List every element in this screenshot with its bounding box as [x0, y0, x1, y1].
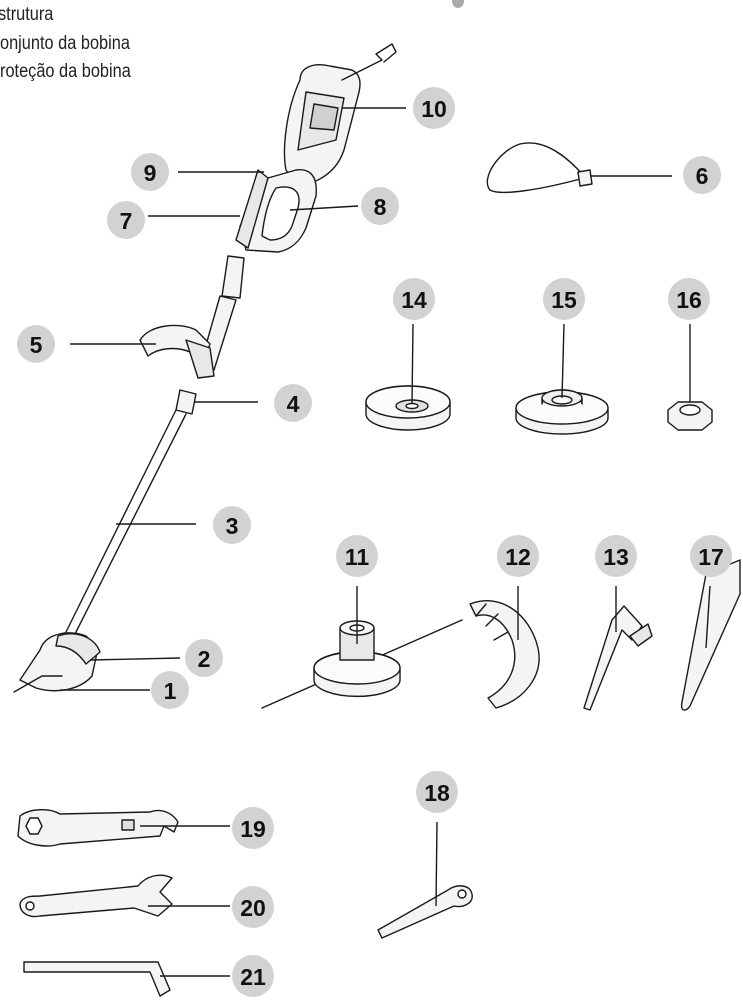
callout-14: 14	[393, 278, 435, 320]
svg-text:18: 18	[424, 780, 450, 806]
callout-13: 13	[595, 535, 637, 577]
nut-16	[667, 401, 713, 431]
svg-text:11: 11	[345, 544, 370, 570]
pin-18	[377, 885, 473, 939]
svg-text:21: 21	[240, 964, 266, 990]
wrench-19	[17, 809, 179, 847]
svg-text:8: 8	[374, 194, 387, 220]
flange-15	[515, 389, 609, 435]
key-13-fork	[629, 623, 653, 647]
handle-grip	[235, 169, 269, 249]
wrench-19-slot	[121, 819, 135, 831]
callout-16: 16	[668, 278, 710, 320]
svg-text:10: 10	[421, 96, 447, 122]
svg-text:19: 19	[240, 816, 266, 842]
svg-text:13: 13	[603, 544, 629, 570]
guard-12-inner	[475, 603, 509, 641]
leader-lines	[60, 107, 711, 977]
key-13	[583, 605, 643, 711]
svg-text:7: 7	[120, 208, 133, 234]
shaft-coupler	[175, 389, 197, 415]
callout-9: 9	[131, 153, 169, 191]
callout-6: 6	[683, 156, 721, 194]
wrench-19-hex	[25, 817, 43, 835]
callout-5: 5	[17, 325, 55, 363]
wrench-20	[19, 874, 173, 918]
svg-text:3: 3	[226, 513, 239, 539]
callout-8: 8	[361, 187, 399, 225]
strap-clip	[577, 169, 593, 187]
rod-17	[680, 559, 741, 711]
svg-text:1: 1	[164, 678, 177, 704]
trimmer-assembly	[13, 43, 397, 693]
svg-text:15: 15	[551, 287, 577, 313]
svg-text:4: 4	[287, 391, 300, 417]
power-cable	[341, 43, 397, 81]
callout-17: 17	[690, 535, 732, 577]
svg-text:20: 20	[240, 895, 266, 921]
callout-15: 15	[543, 278, 585, 320]
legend-top-right	[452, 0, 467, 12]
hex-key-21	[23, 961, 171, 997]
legend: strutura onjunto da bobina roteção da bo…	[0, 0, 400, 130]
svg-text:9: 9	[144, 160, 157, 186]
svg-text:12: 12	[505, 544, 531, 570]
upper-shaft-collar	[221, 255, 245, 299]
washer-14	[365, 385, 451, 431]
legend-line-1: strutura	[0, 4, 54, 25]
svg-text:5: 5	[30, 332, 43, 358]
legend-line-2: onjunto da bobina	[0, 33, 130, 54]
callout-marker-icon	[452, 0, 465, 8]
cutting-guard	[55, 633, 101, 665]
callout-10: 10	[413, 87, 455, 129]
callout-7: 7	[107, 201, 145, 239]
housing-display	[309, 103, 339, 131]
spool-11	[261, 619, 463, 709]
callout-11: 11	[336, 535, 378, 577]
head-blade	[13, 675, 63, 693]
svg-text:6: 6	[696, 163, 709, 189]
svg-text:14: 14	[401, 287, 427, 313]
lower-tube	[65, 409, 187, 637]
callout-18: 18	[416, 771, 458, 813]
callout-1: 1	[151, 671, 189, 709]
callout-20: 20	[232, 886, 274, 928]
svg-text:17: 17	[698, 544, 724, 570]
callout-21: 21	[232, 955, 274, 997]
callout-2: 2	[185, 639, 223, 677]
strap-loop	[486, 142, 585, 194]
front-handle-clamp	[185, 339, 215, 379]
callout-12: 12	[497, 535, 539, 577]
callout-3: 3	[213, 506, 251, 544]
callouts: 1 2 3 4 5 6 7 8 9 10 11 12 13 14 15 16 1…	[17, 87, 732, 997]
rear-handle-opening	[261, 186, 300, 241]
legend-line-3: roteção da bobina	[0, 61, 131, 82]
svg-text:16: 16	[676, 287, 702, 313]
guard-12	[469, 599, 540, 709]
callout-4: 4	[274, 384, 312, 422]
callout-19: 19	[232, 807, 274, 849]
svg-text:2: 2	[198, 646, 211, 672]
